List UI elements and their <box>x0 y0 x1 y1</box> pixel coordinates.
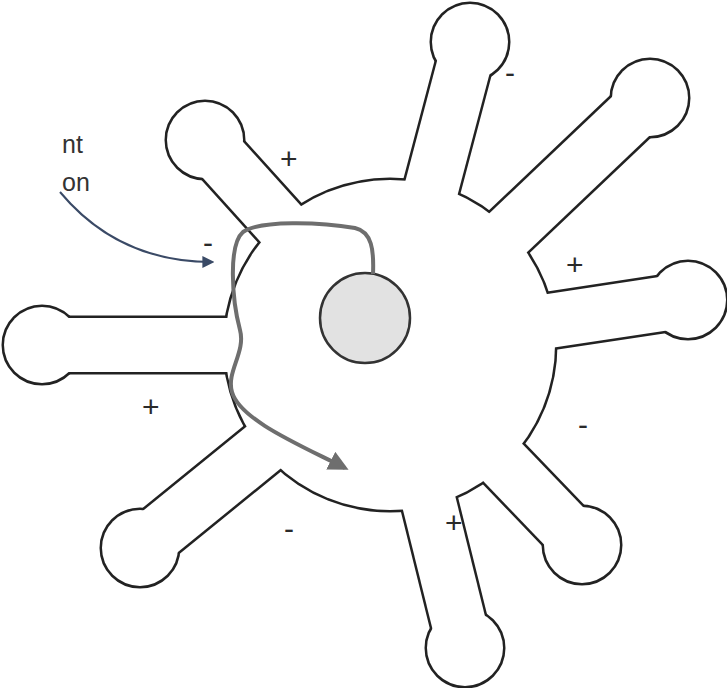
callout-text: nt <box>62 132 83 157</box>
charge-sign: + <box>566 250 584 280</box>
charge-sign: - <box>284 514 294 544</box>
charge-sign: + <box>142 392 160 422</box>
leader-arrow <box>60 192 212 262</box>
cell-body <box>4 4 726 686</box>
charge-sign: + <box>445 508 463 538</box>
charge-sign: - <box>203 228 213 258</box>
callout-text: on <box>62 170 90 195</box>
charge-sign: - <box>505 58 515 88</box>
charge-sign: - <box>578 410 588 440</box>
current-path-arrow <box>231 223 373 468</box>
cell-outline <box>4 4 726 686</box>
charge-sign: + <box>280 144 298 174</box>
nucleus <box>320 273 410 363</box>
